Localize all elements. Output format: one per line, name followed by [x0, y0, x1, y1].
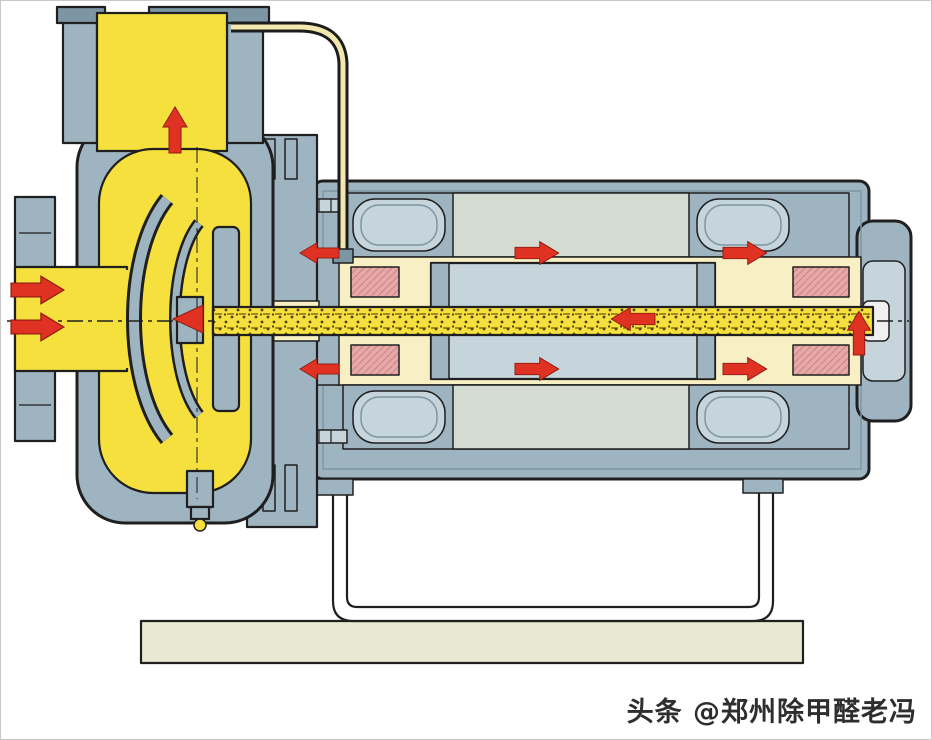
stator-bottom	[342, 384, 850, 450]
end-winding-right-detail	[704, 204, 782, 246]
impeller-front-shroud-fill	[129, 195, 171, 443]
motor-foot-right	[742, 478, 784, 494]
stator-top	[342, 192, 850, 258]
front-bearing-lower	[350, 344, 400, 376]
drain-boss	[185, 469, 215, 509]
drain-plug	[189, 505, 211, 521]
rear-bearing-upper	[792, 266, 850, 298]
end-winding-left-detail	[360, 204, 438, 246]
watermark-text: 头条 @郑州除甲醛老冯	[626, 697, 917, 728]
flow-arrow-impeller-eye	[171, 304, 204, 334]
flow-arrows	[10, 106, 871, 381]
pump-casing	[13, 5, 275, 532]
shaft-body	[211, 305, 875, 337]
drain-tip	[193, 518, 207, 532]
end-winding-left-detail	[360, 396, 438, 438]
end-winding-left	[352, 198, 446, 252]
stator-core	[452, 192, 690, 258]
discharge-neck-wall-left	[61, 9, 99, 145]
rear-bearing-lower	[792, 344, 850, 376]
end-winding-right-detail	[704, 396, 782, 438]
adapter-bolt	[284, 464, 298, 512]
end-winding-right	[696, 198, 790, 252]
motor-foot-left	[314, 478, 354, 496]
pipe-bore	[231, 24, 346, 257]
end-winding-right	[696, 390, 790, 444]
base-plate	[139, 619, 805, 665]
end-winding-left	[352, 390, 446, 444]
support-saddle	[331, 461, 775, 623]
front-bearing-upper	[350, 266, 400, 298]
shaft	[211, 305, 875, 337]
adapter-bolt	[284, 138, 298, 180]
base-assembly	[139, 461, 805, 665]
stator-core	[452, 384, 690, 450]
discharge-channel	[95, 11, 229, 153]
